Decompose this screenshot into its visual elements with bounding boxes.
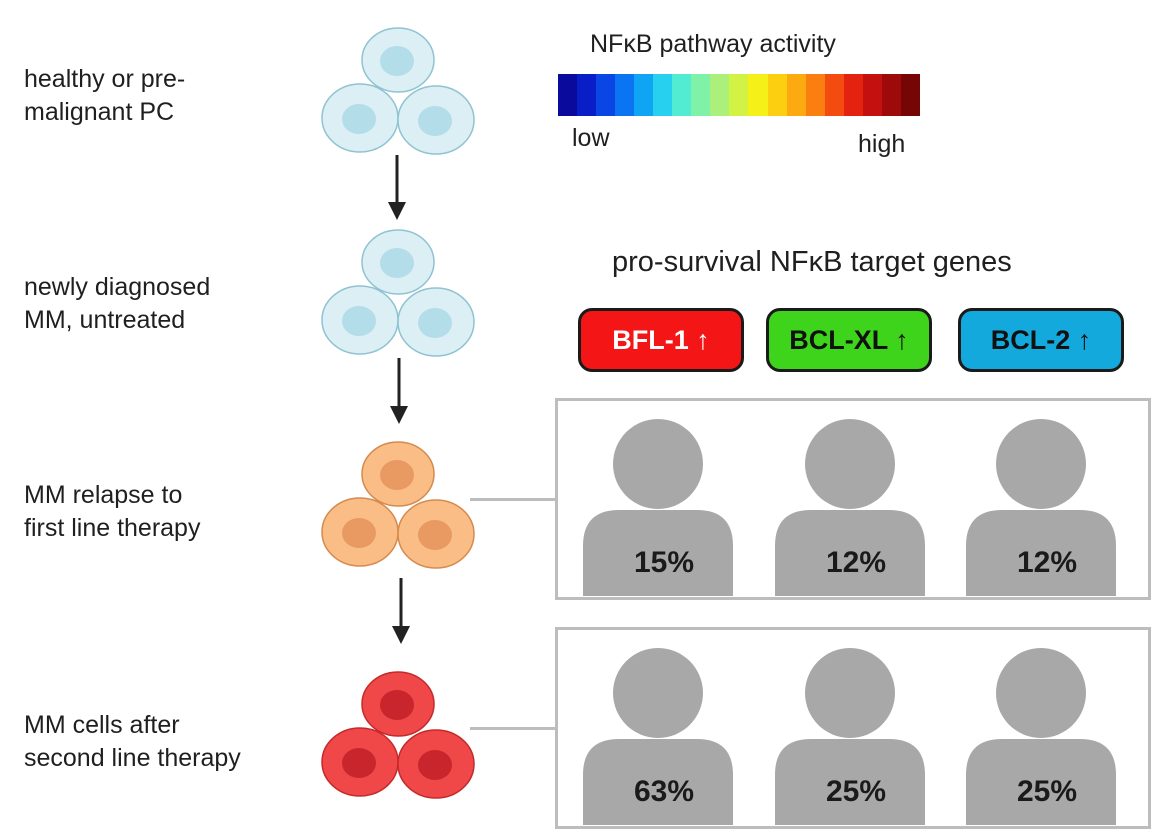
genes-title: pro-survival NFκB target genes	[612, 246, 1012, 278]
percentage-bclxl-first-relapse: 12%	[825, 546, 887, 579]
color-scale-segment	[729, 74, 749, 116]
color-scale-segment	[862, 74, 882, 116]
color-scale-segment	[577, 74, 597, 116]
color-scale-segment	[786, 74, 806, 116]
color-scale-segment	[691, 74, 711, 116]
arrow-down-icon	[392, 578, 410, 644]
color-scale-segment	[843, 74, 863, 116]
plasma-cell-icon	[321, 83, 399, 153]
legend-low-label: low	[572, 124, 610, 152]
color-scale-segment	[672, 74, 692, 116]
color-scale-segment	[805, 74, 825, 116]
connector-line	[470, 498, 556, 501]
gene-badge-bcl2: BCL-2 ↑	[958, 308, 1124, 372]
color-scale-segment	[710, 74, 730, 116]
plasma-cell-icon	[397, 85, 475, 155]
plasma-cell-icon	[321, 727, 399, 797]
percentage-bfl1-second-line: 63%	[633, 775, 695, 808]
arrow-down-icon	[388, 155, 406, 220]
stage-label-healthy: healthy or pre- malignant PC	[24, 65, 186, 126]
activity-color-scale	[558, 74, 920, 116]
gene-badge-bfl1: BFL-1 ↑	[578, 308, 744, 372]
color-scale-segment	[653, 74, 673, 116]
cell-cluster-healthy	[321, 27, 475, 155]
legend-high-label: high	[858, 130, 906, 158]
person-icon	[583, 419, 733, 596]
person-icon	[966, 419, 1116, 596]
arrow-down-icon	[390, 358, 408, 424]
color-scale-segment	[824, 74, 844, 116]
color-scale-segment	[615, 74, 635, 116]
person-icon	[775, 648, 925, 825]
plasma-cell-icon	[361, 671, 435, 737]
plasma-cell-icon	[321, 285, 399, 355]
stage-label-second-line: MM cells after second line therapy	[24, 711, 241, 772]
plasma-cell-icon	[361, 229, 435, 295]
connector-line	[470, 727, 556, 730]
cell-cluster-first-relapse	[321, 441, 475, 569]
percentage-bfl1-first-relapse: 15%	[633, 546, 695, 579]
legend-title: NFκB pathway activity	[590, 30, 836, 58]
color-scale-segment	[881, 74, 901, 116]
plasma-cell-icon	[321, 497, 399, 567]
color-scale-segment	[748, 74, 768, 116]
person-icon	[966, 648, 1116, 825]
plasma-cell-icon	[397, 499, 475, 569]
gene-badge-bclxl: BCL-XL ↑	[766, 308, 932, 372]
percentage-bcl2-first-relapse: 12%	[1016, 546, 1078, 579]
percentage-bcl2-second-line: 25%	[1016, 775, 1078, 808]
stage-label-first-relapse: MM relapse to first line therapy	[24, 481, 201, 542]
person-icon	[775, 419, 925, 596]
cell-cluster-second-line	[321, 671, 475, 799]
plasma-cell-icon	[397, 729, 475, 799]
color-scale-segment	[634, 74, 654, 116]
color-scale-segment	[558, 74, 578, 116]
plasma-cell-icon	[361, 27, 435, 93]
color-scale-segment	[767, 74, 787, 116]
color-scale-segment	[900, 74, 920, 116]
person-icon	[583, 648, 733, 825]
percentage-bclxl-second-line: 25%	[825, 775, 887, 808]
cell-cluster-newly-diagnosed	[321, 229, 475, 357]
stage-label-newly-diagnosed: newly diagnosed MM, untreated	[24, 273, 211, 334]
plasma-cell-icon	[397, 287, 475, 357]
color-scale-segment	[596, 74, 616, 116]
plasma-cell-icon	[361, 441, 435, 507]
